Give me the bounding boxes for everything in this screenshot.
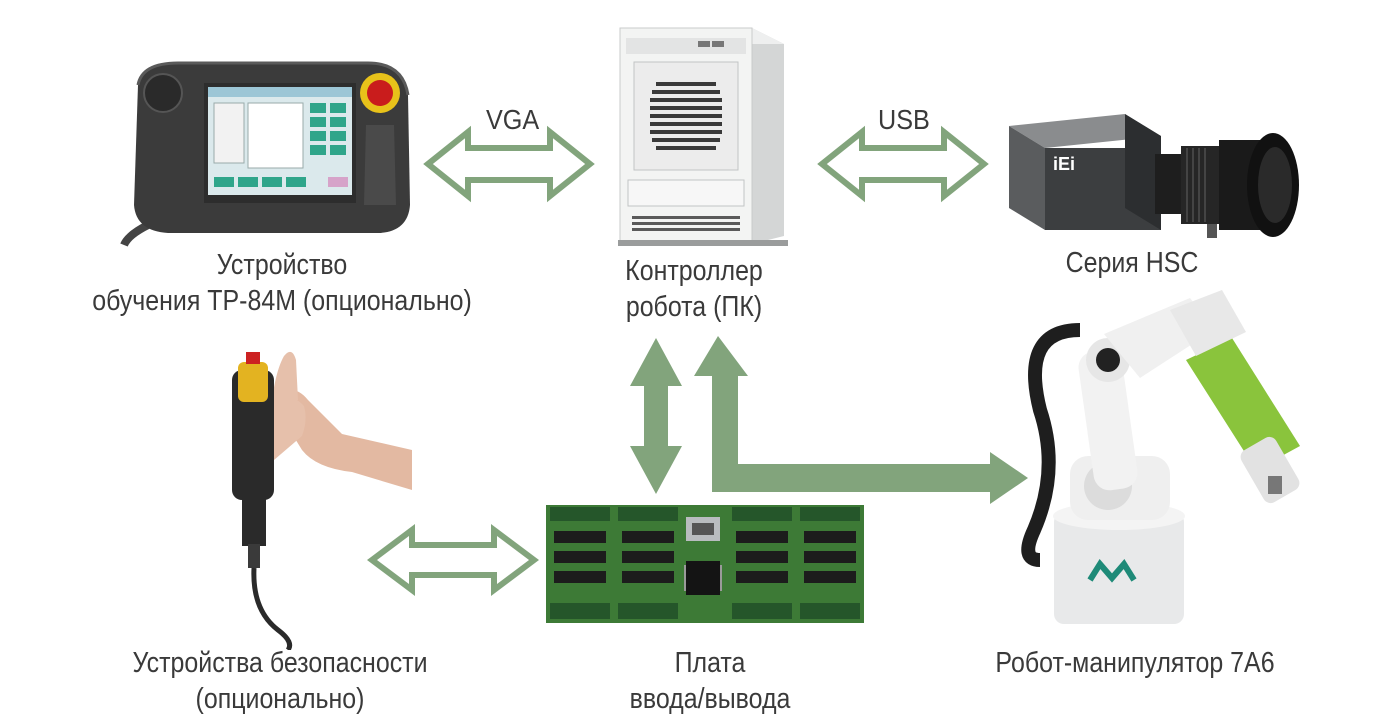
teach-pendant-label-line2: обучения TP-84M (опционально) xyxy=(92,285,472,317)
safety-label: Устройства безопасности (опционально) xyxy=(99,645,460,717)
camera-label: Серия HSC xyxy=(1046,245,1218,281)
pc-tower-icon xyxy=(612,22,798,248)
safety-label-line2: (опционально) xyxy=(195,683,365,715)
camera-label-line1: Серия HSC xyxy=(1065,247,1199,279)
teach-pendant-label: Устройство обучения TP-84M (опционально) xyxy=(58,247,505,319)
enable-switch-icon xyxy=(212,340,412,650)
robot-label-line1: Робот-манипулятор 7A6 xyxy=(995,647,1275,679)
safety-label-line1: Устройства безопасности xyxy=(132,647,428,679)
io-board-label: Плата ввода/вывода xyxy=(581,645,839,717)
vga-arrow xyxy=(423,125,595,203)
usb-arrow xyxy=(817,125,989,203)
robot-label: Робот-манипулятор 7A6 xyxy=(954,645,1315,681)
vga-label: VGA xyxy=(486,104,540,135)
camera-brand: iEi xyxy=(1053,154,1075,174)
io-board-label-line1: Плата xyxy=(674,647,746,679)
controller-label-line1: Контроллер xyxy=(625,255,763,287)
controller-label-line2: робота (ПК) xyxy=(625,291,763,323)
io-board-label-line2: ввода/вывода xyxy=(629,683,791,715)
controller-label: Контроллер робота (ПК) xyxy=(582,253,806,325)
teach-pendant-label-line1: Устройство xyxy=(216,249,348,281)
teach-pendant-icon xyxy=(118,55,418,250)
industrial-camera-icon: iEi xyxy=(1005,96,1305,246)
usb-label: USB xyxy=(878,104,930,135)
controller-robot-arrow xyxy=(694,336,1028,504)
safety-io-arrow xyxy=(367,524,539,596)
robot-arm-icon xyxy=(1000,290,1310,635)
controller-io-arrow xyxy=(630,338,682,494)
io-board-icon xyxy=(546,505,864,623)
